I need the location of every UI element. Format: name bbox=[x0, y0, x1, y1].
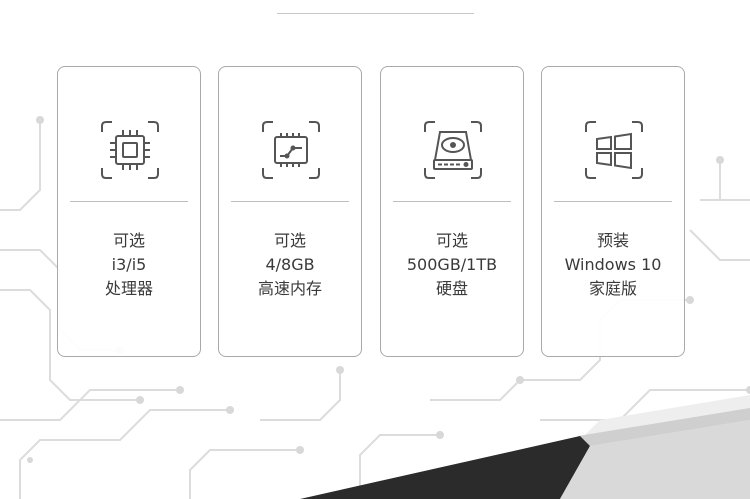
feature-card-memory: 可选 4/8GB 高速内存 bbox=[218, 66, 362, 357]
card-divider bbox=[393, 201, 511, 202]
windows-logo-icon bbox=[584, 120, 644, 180]
hard-disk-icon bbox=[423, 120, 483, 180]
card-line-component: 硬盘 bbox=[435, 279, 468, 298]
card-line-component: 处理器 bbox=[104, 279, 153, 298]
card-line-value: i3/i5 bbox=[111, 255, 147, 274]
card-line-option: 预装 bbox=[596, 231, 629, 250]
card-divider bbox=[554, 201, 672, 202]
card-line-component: 家庭版 bbox=[588, 279, 637, 298]
card-divider bbox=[231, 201, 349, 202]
top-divider-line bbox=[277, 13, 474, 14]
card-line-value: Windows 10 bbox=[564, 255, 662, 274]
feature-card-os: 预装 Windows 10 家庭版 bbox=[541, 66, 685, 357]
card-line-option: 可选 bbox=[435, 231, 468, 250]
card-line-value: 500GB/1TB bbox=[406, 255, 498, 274]
feature-card-storage: 可选 500GB/1TB 硬盘 bbox=[380, 66, 524, 357]
memory-ram-icon bbox=[261, 120, 321, 180]
cpu-chip-icon bbox=[100, 120, 160, 180]
card-line-component: 高速内存 bbox=[257, 279, 322, 298]
card-divider bbox=[70, 201, 188, 202]
card-line-option: 可选 bbox=[273, 231, 306, 250]
feature-card-cpu: 可选 i3/i5 处理器 bbox=[57, 66, 201, 357]
card-line-option: 可选 bbox=[112, 231, 145, 250]
card-line-value: 4/8GB bbox=[265, 255, 315, 274]
